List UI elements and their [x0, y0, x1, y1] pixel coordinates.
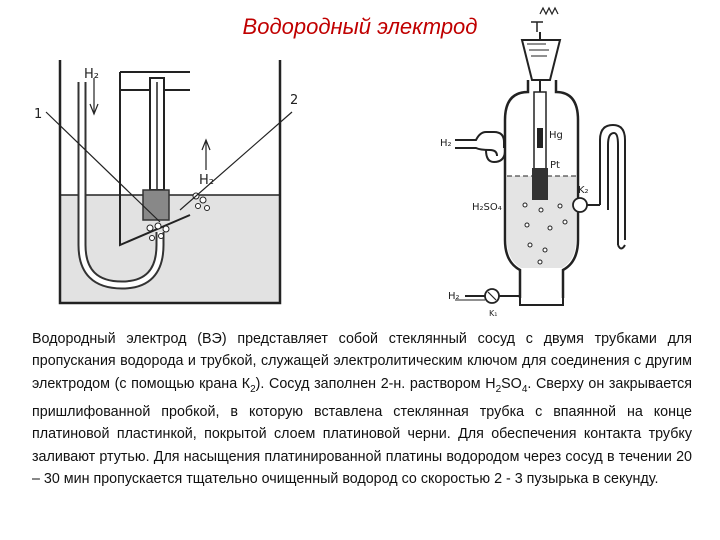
gas-bubbles	[146, 192, 210, 241]
page-title: Водородный электрод	[242, 14, 478, 39]
hydrogen-electrode-figures: 1 2 H₂ H₂	[34, 6, 626, 318]
gas-bubbles-right	[522, 202, 568, 265]
ground-stopper	[520, 39, 562, 81]
electrolyte-solution	[60, 195, 280, 303]
label-h2-outlet: H₂	[199, 173, 214, 188]
description-paragraph: Водородный электрод (ВЭ) представляет со…	[32, 331, 692, 488]
label-h2-left: H₂	[440, 138, 452, 149]
label-2: 2	[290, 93, 298, 108]
mercury	[537, 128, 543, 148]
platinum-plate	[142, 189, 170, 221]
beaker	[58, 60, 282, 305]
label-pt: Pt	[550, 160, 560, 171]
right-electrode-diagram	[455, 6, 626, 306]
inner-vessel	[119, 72, 191, 247]
label-1: 1	[34, 107, 42, 122]
electrolyte-solution-right	[507, 176, 576, 268]
label-hg: Hg	[549, 130, 563, 141]
label-h2-inlet: H₂	[84, 67, 99, 82]
label-h2-bottom: H₂	[448, 291, 460, 302]
label-h2so4: H₂SO₄	[472, 202, 502, 213]
left-electrode-diagram	[45, 60, 293, 305]
label-k1: K₁	[489, 309, 497, 318]
platinum-plate-right	[532, 168, 548, 200]
glass-vessel	[503, 80, 530, 298]
tap-k2	[572, 197, 588, 213]
label-k2: K₂	[578, 185, 589, 196]
